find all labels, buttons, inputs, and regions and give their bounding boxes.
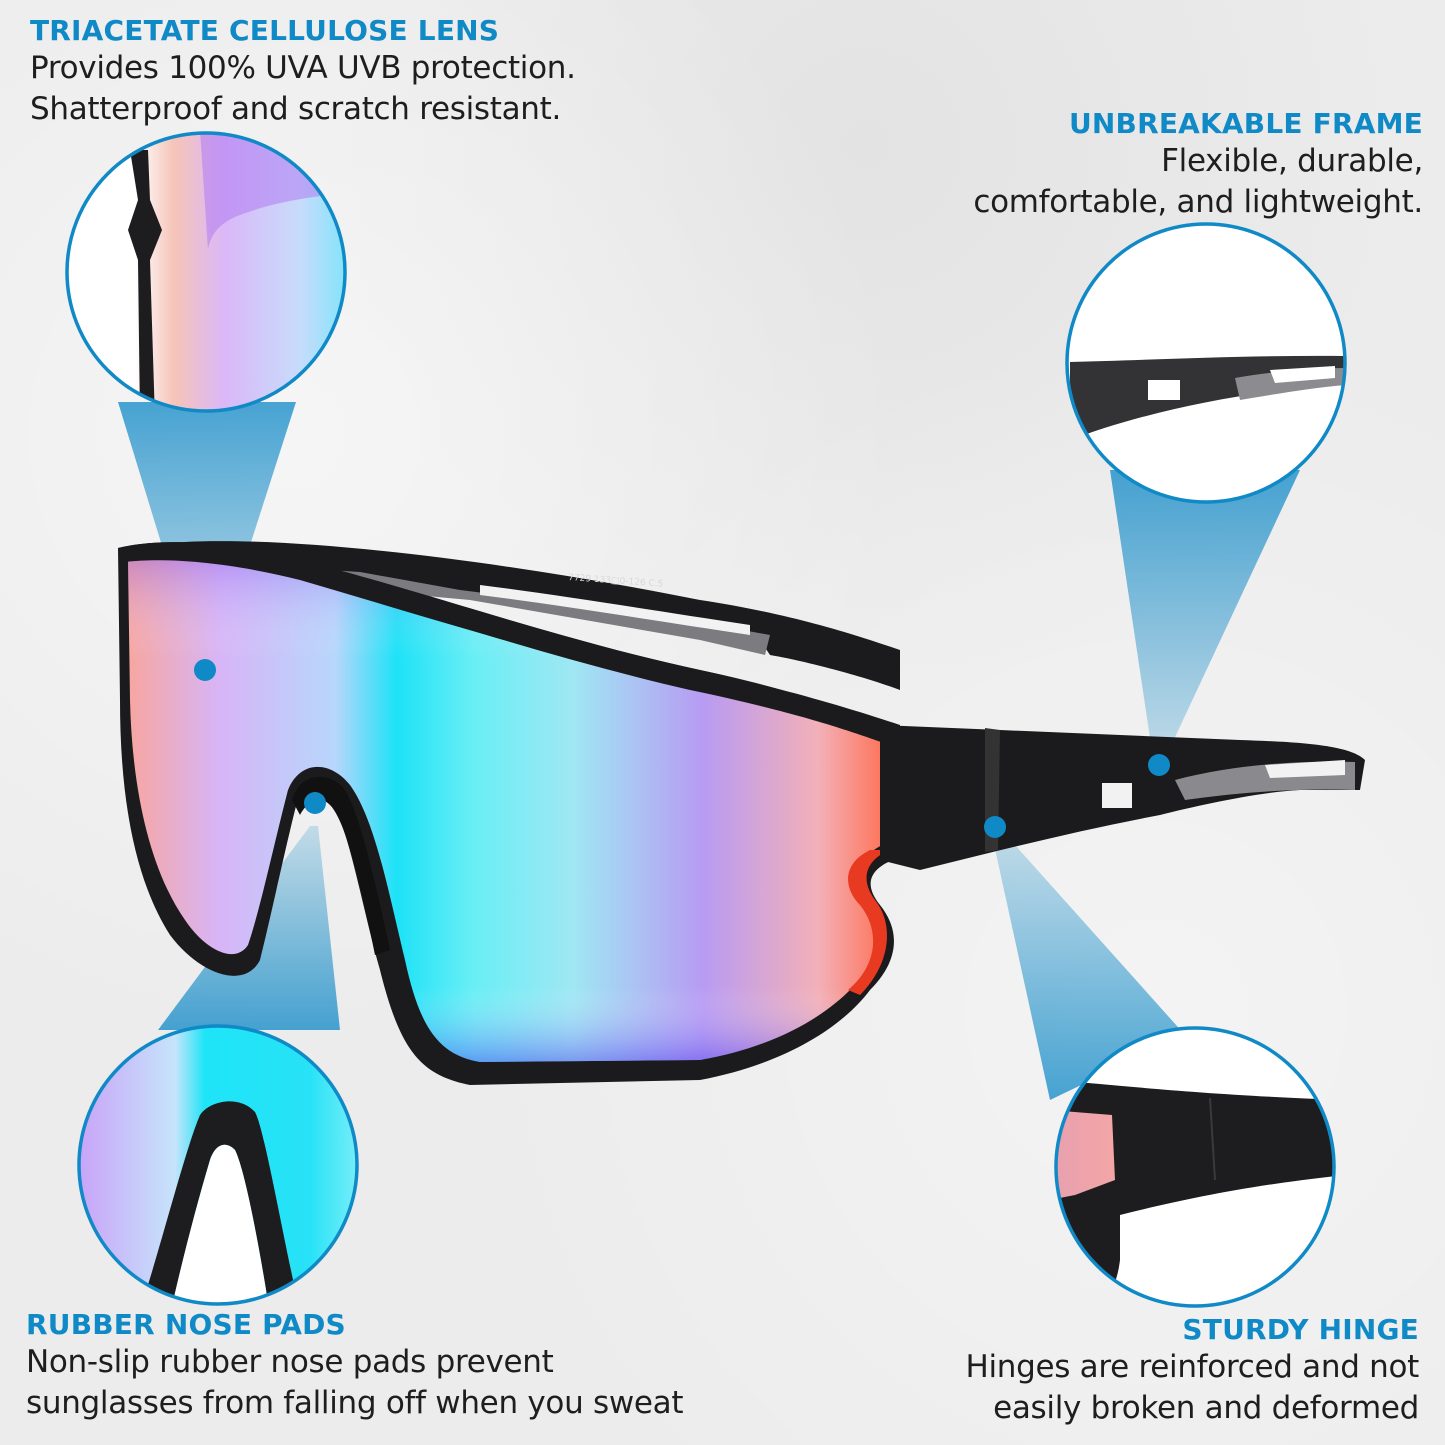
lens-callout-dot: [194, 659, 216, 681]
feature-lens-line-1: Provides 100% UVA UVB protection.: [30, 50, 576, 86]
feature-nose-pads-line-1: Non-slip rubber nose pads prevent: [26, 1344, 554, 1380]
feature-nose-pads: RUBBER NOSE PADS Non-slip rubber nose pa…: [26, 1308, 684, 1424]
sunglasses: 7729 133□0-126 C.5: [118, 541, 1365, 1085]
feature-frame: UNBREAKABLE FRAME Flexible, durable, com…: [973, 107, 1423, 223]
feature-hinge-line-1: Hinges are reinforced and not: [965, 1349, 1419, 1385]
nose-pad-closeup-icon: [77, 1024, 359, 1306]
frame-callout-dot: [1148, 754, 1170, 776]
feature-hinge-line-2: easily broken and deformed: [993, 1390, 1419, 1426]
feature-frame-line-2: comfortable, and lightweight.: [973, 184, 1423, 220]
hinge-closeup-icon: [1054, 1026, 1336, 1308]
temple-closeup-icon: [1065, 222, 1347, 504]
hinge-callout-dot: [984, 816, 1006, 838]
feature-nose-pads-title: RUBBER NOSE PADS: [26, 1308, 346, 1341]
feature-nose-pads-line-2: sunglasses from falling off when you swe…: [26, 1385, 684, 1421]
feature-hinge-title: STURDY HINGE: [1182, 1313, 1419, 1346]
feature-hinge: STURDY HINGE Hinges are reinforced and n…: [965, 1313, 1419, 1429]
feature-lens-line-2: Shatterproof and scratch resistant.: [30, 91, 562, 127]
feature-lens: TRIACETATE CELLULOSE LENS Provides 100% …: [30, 14, 576, 130]
feature-lens-title: TRIACETATE CELLULOSE LENS: [30, 14, 500, 47]
feature-frame-line-1: Flexible, durable,: [1161, 143, 1423, 179]
lens-closeup-icon: [65, 131, 347, 413]
nose-pad-callout-dot: [304, 792, 326, 814]
feature-frame-title: UNBREAKABLE FRAME: [1068, 107, 1423, 140]
